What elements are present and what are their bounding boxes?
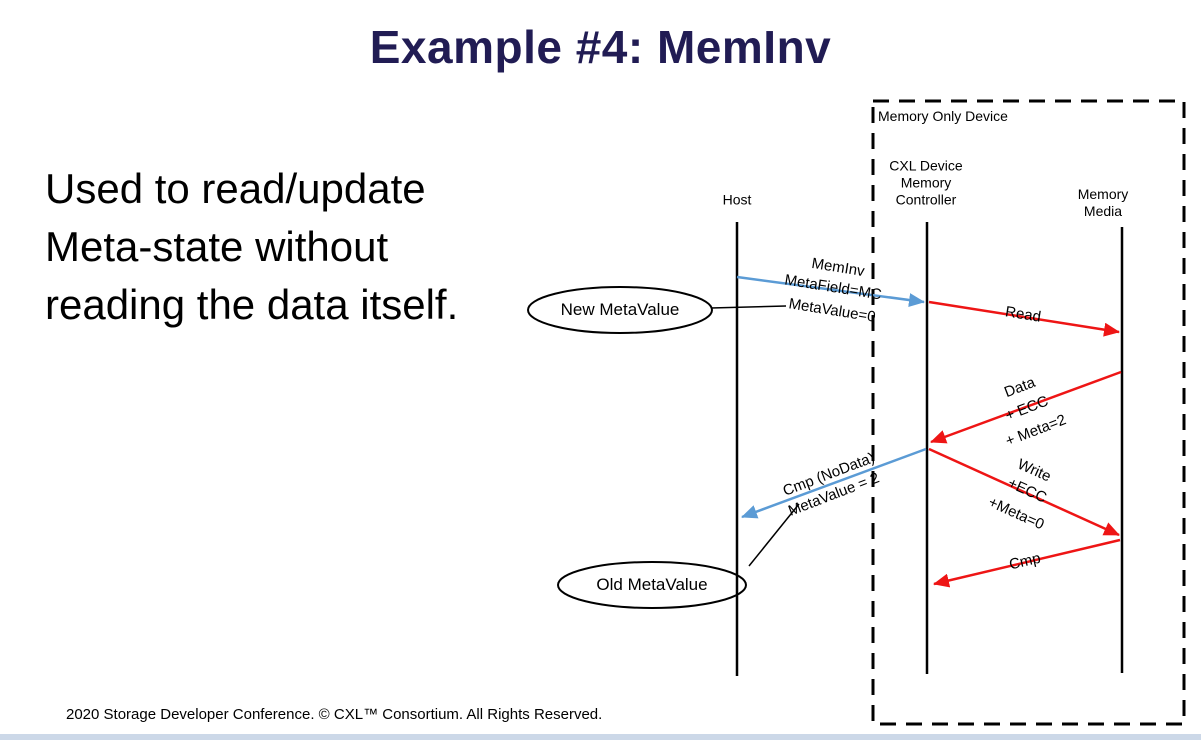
host-label: Host bbox=[722, 191, 752, 208]
media-label: Memory Media bbox=[1077, 186, 1129, 219]
bottom-accent-bar bbox=[0, 734, 1201, 740]
old-metavalue-label: Old MetaValue bbox=[596, 575, 708, 594]
meminv-arrow bbox=[736, 275, 925, 307]
write-arrow bbox=[928, 447, 1120, 537]
cmp-arrow bbox=[933, 538, 1121, 588]
new-metavalue-connector bbox=[710, 305, 787, 309]
old-metavalue-connector bbox=[748, 503, 800, 567]
cmp-nodata-arrow bbox=[741, 447, 927, 519]
new-metavalue-oval bbox=[527, 286, 713, 334]
memory-only-device-label: Memory Only Device bbox=[878, 108, 1008, 124]
new-metavalue-label: New MetaValue bbox=[560, 300, 680, 319]
data-return-arrow bbox=[930, 370, 1122, 444]
footer-copyright: 2020 Storage Developer Conference. © CXL… bbox=[66, 706, 603, 723]
controller-label: CXL Device Memory Controller bbox=[889, 157, 963, 208]
read-arrow bbox=[928, 300, 1120, 337]
description-text: Used to read/update Meta-state without r… bbox=[45, 165, 459, 328]
slide-title: Example #4: MemInv bbox=[369, 21, 832, 73]
old-metavalue-oval bbox=[557, 561, 747, 609]
